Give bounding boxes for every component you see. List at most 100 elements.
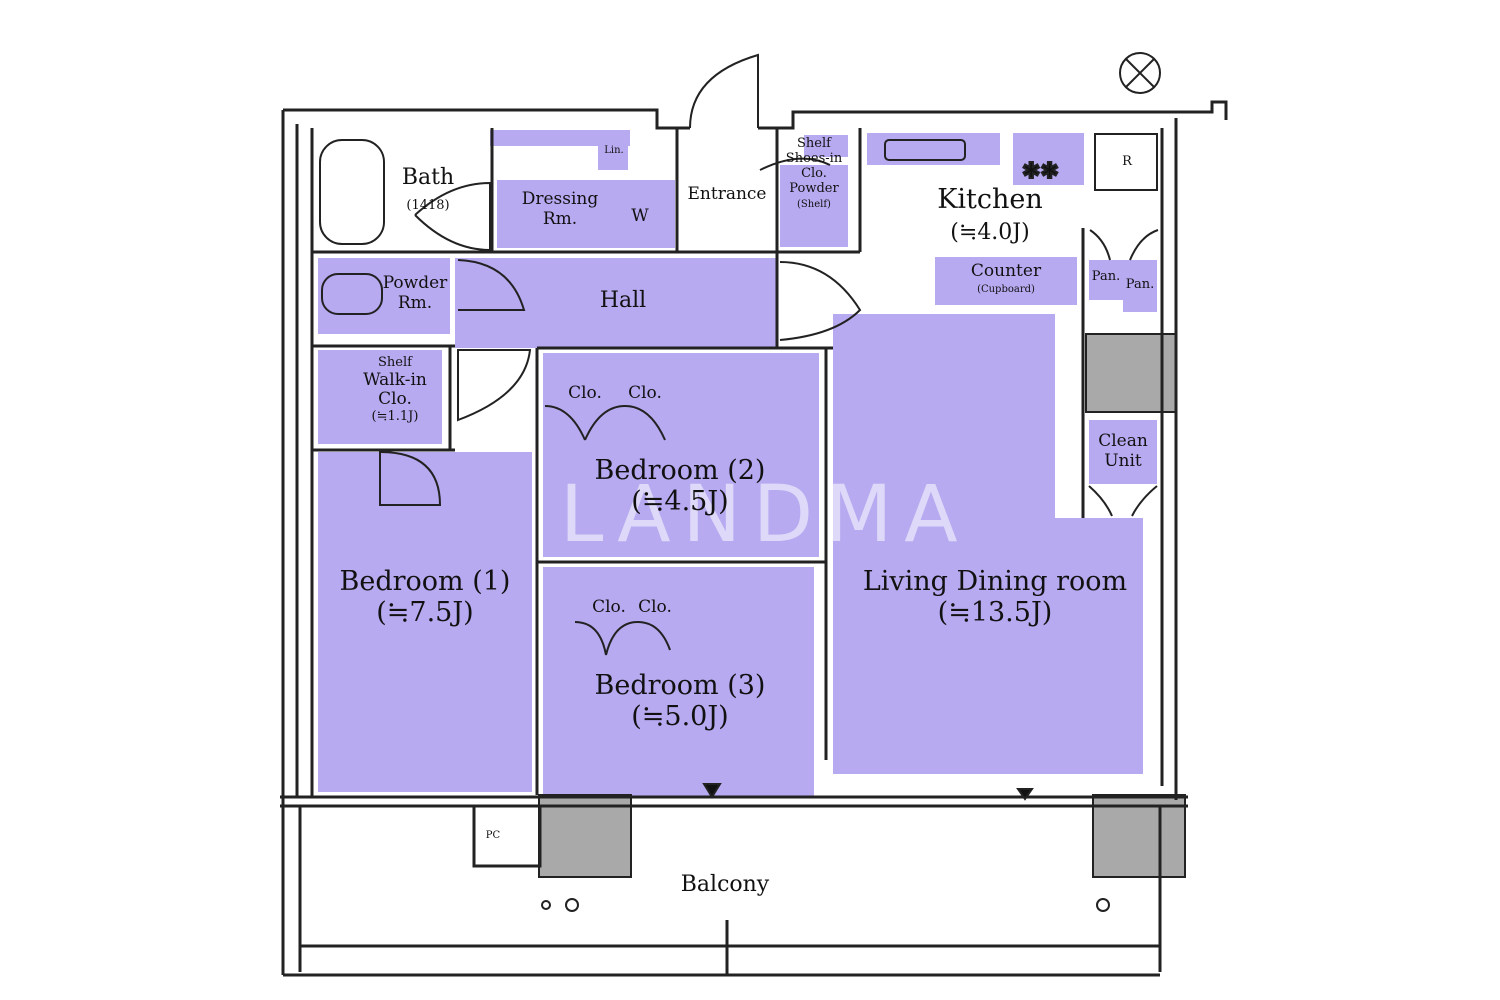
hall-door-1 [457, 259, 526, 311]
bedroom-2-name: Bedroom (2) [594, 455, 766, 486]
powder-room-name: Powder [382, 273, 448, 293]
walkin-size: (≒1.1J) [371, 409, 419, 425]
dressing-sub: Rm. [542, 208, 578, 229]
washer-label: W [631, 206, 649, 226]
shoes-line1: Shoes-in [785, 150, 843, 166]
drain-1 [541, 900, 551, 910]
dressing-cabinet-fill [490, 130, 630, 146]
powder-room-label: Powder Rm. [370, 273, 460, 313]
bedroom-3-label: Bedroom (3) (≒5.0J) [560, 670, 800, 732]
compass-x2 [1125, 58, 1155, 88]
shoes-line4: (Shelf) [797, 198, 831, 210]
bath-size: (1418) [406, 198, 450, 214]
bath-name: Bath [401, 165, 455, 190]
shelf-top-fill [804, 135, 848, 157]
pantry-2-fill [1123, 260, 1157, 312]
shoes-line3: Powder [789, 180, 839, 196]
kitchen-label: Kitchen (≒4.0J) [900, 184, 1080, 246]
living-dining-fill [833, 314, 1143, 774]
linen-label: Lin. [604, 145, 624, 156]
shoes-line2: Clo. [801, 165, 827, 181]
kitchen-sink [884, 139, 966, 161]
kitchen-name: Kitchen [937, 184, 1043, 215]
pantry-1-fill [1089, 260, 1123, 300]
stove-icon: ✱✱ [1022, 159, 1059, 184]
walk-in-closet-label: Shelf Walk-in Clo. (≒1.1J) [350, 355, 440, 425]
counter-label: Counter (Cupboard) [935, 261, 1077, 296]
powder-room-fill [318, 258, 450, 334]
linen-fill [598, 132, 628, 170]
walkin-line1: Walk-in [363, 369, 427, 390]
bedroom-1-fill [318, 452, 532, 792]
sliding-marker-2 [1016, 788, 1034, 801]
bedroom-1-label: Bedroom (1) (≒7.5J) [318, 566, 532, 628]
balcony-label: Balcony [680, 872, 770, 897]
hall-label: Hall [599, 288, 647, 313]
bedroom-2-size: (≒4.5J) [631, 486, 729, 518]
hall-fill [455, 258, 778, 348]
shoes-shelf: Shelf [797, 136, 831, 151]
fixtures: ✱✱ [319, 52, 1161, 912]
counter-sub: (Cupboard) [977, 283, 1035, 295]
sliding-marker-1 [702, 783, 722, 799]
toilet [321, 273, 383, 315]
walkin-door [379, 450, 442, 506]
bedroom-2-label: Bedroom (2) (≒4.5J) [560, 455, 800, 517]
shoes-closet-label: Shelf Shoes-in Clo. Powder (Shelf) [772, 136, 856, 212]
clean-unit-fill [1089, 420, 1157, 484]
powder-room-sub: Rm. [397, 292, 433, 313]
bedroom-3-size: (≒5.0J) [631, 701, 729, 733]
counter-fill [935, 257, 1077, 305]
clean-unit-line1: Clean [1098, 431, 1148, 451]
pantry-doors [1089, 229, 1159, 261]
column-right [1092, 794, 1186, 878]
bedroom-1-door [457, 349, 532, 422]
main-door [689, 53, 759, 129]
shoes-closet-fill [780, 165, 848, 247]
watermark: LANDMA [560, 470, 970, 560]
bath-label: Bath (1418) [388, 165, 468, 216]
drain-3 [1096, 898, 1110, 912]
bedroom-1-size: (≒7.5J) [376, 597, 474, 629]
bed2-closet-2-label: Clo. [628, 383, 662, 403]
bedroom-2-closets-fill [543, 353, 667, 405]
outer-wall-top-left [283, 108, 690, 130]
living-dining-size: (≒13.5J) [937, 597, 1053, 629]
fridge-box [1094, 133, 1158, 191]
living-dining-label: Living Dining room (≒13.5J) [840, 566, 1150, 628]
dressing-name: Dressing [521, 189, 599, 209]
shoes-door [759, 157, 831, 171]
pc-box [472, 804, 542, 868]
hall-door-2 [779, 261, 862, 341]
bed2-closet-1-label: Clo. [568, 383, 602, 403]
walkin-shelf: Shelf [378, 355, 412, 370]
walk-in-closet-fill [318, 350, 442, 444]
dressing-label: Dressing Rm. [510, 189, 610, 229]
pantry-2-label: Pan. [1125, 277, 1155, 292]
bedroom-3-name: Bedroom (3) [594, 670, 766, 701]
bed3-closet-doors [574, 621, 671, 656]
column-left [538, 794, 632, 878]
bedroom-3-closets-fill [575, 570, 671, 622]
clean-unit-doors [1088, 485, 1158, 517]
clean-unit-line2: Unit [1104, 450, 1142, 471]
compass [1119, 52, 1161, 94]
stove-fill [1013, 133, 1084, 185]
drain-2 [565, 898, 579, 912]
kitchen-size: (≒4.0J) [950, 220, 1030, 246]
bed2-closet-doors [544, 405, 666, 441]
entrance-label: Entrance [687, 184, 767, 204]
bed3-closet-1-label: Clo. [592, 597, 626, 617]
walkin-line2: Clo. [378, 389, 412, 410]
room-fills [318, 130, 1157, 797]
pc-label: PC [485, 830, 501, 841]
living-dining-name: Living Dining room [862, 566, 1128, 597]
washer-fill [612, 187, 668, 243]
fridge-label: R [1122, 154, 1132, 169]
bathtub [319, 139, 385, 245]
bath-door [414, 181, 491, 252]
clean-unit-label: Clean Unit [1089, 431, 1157, 471]
counter-name: Counter [970, 261, 1042, 281]
walls [280, 100, 1228, 977]
